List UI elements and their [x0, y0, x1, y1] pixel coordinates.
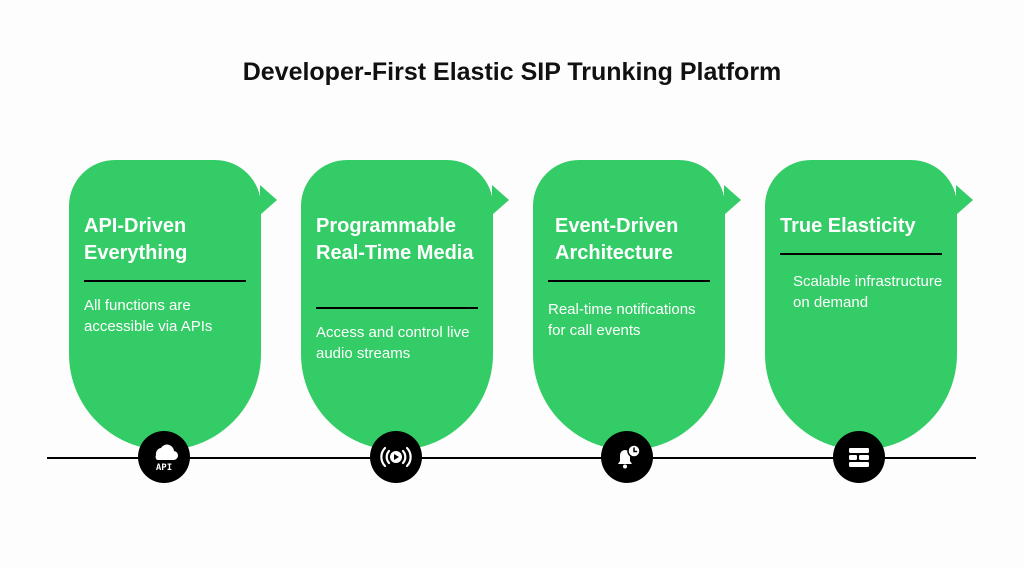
- card-description: Access and control live audio streams: [316, 324, 470, 362]
- card-title: Event-Driven Architecture: [555, 215, 679, 264]
- card-event-driven: Event-Driven Architecture Real-time noti…: [533, 160, 741, 450]
- card-divider: [316, 307, 478, 309]
- server-rack-icon: [833, 431, 885, 483]
- api-icon-text: API: [156, 463, 172, 473]
- broadcast-icon: [370, 431, 422, 483]
- bell-clock-icon: [601, 431, 653, 483]
- card-divider: [780, 253, 942, 255]
- card-pointer: [956, 185, 973, 215]
- card-description: Scalable infrastructure on demand: [793, 273, 943, 311]
- timeline-line: [47, 457, 976, 459]
- card-title: Programmable Real-Time Media: [316, 215, 474, 264]
- card-pointer: [724, 185, 741, 215]
- api-cloud-icon: API: [138, 431, 190, 483]
- card-true-elasticity: True Elasticity Scalable infrastructure …: [765, 160, 973, 450]
- card-title: API-Driven Everything: [84, 215, 188, 264]
- card-title: True Elasticity: [780, 215, 916, 237]
- card-programmable-media: Programmable Real-Time Media Access and …: [301, 160, 509, 450]
- page-title: Developer-First Elastic SIP Trunking Pla…: [242, 58, 782, 86]
- card-divider: [548, 280, 710, 282]
- card-divider: [84, 280, 246, 282]
- card-description: Real-time notifications for call events: [548, 301, 696, 339]
- card-api-driven: API-Driven Everything All functions are …: [69, 160, 277, 450]
- card-pointer: [492, 185, 509, 215]
- card-description: All functions are accessible via APIs: [84, 297, 213, 335]
- card-pointer: [260, 185, 277, 215]
